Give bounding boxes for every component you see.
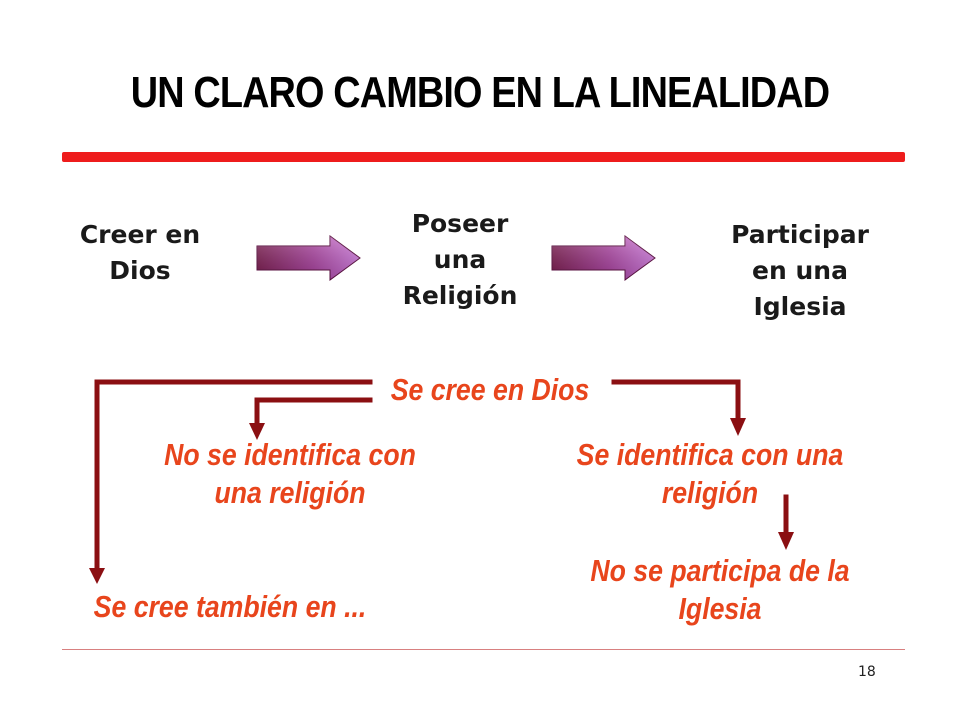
step-line: una <box>433 245 487 274</box>
step-creer-en-dios: Creer en Dios <box>50 217 230 289</box>
node-text: No se participa de la <box>590 553 850 588</box>
arrowhead-left-inner <box>249 423 265 440</box>
node-no-se-identifica: No se identifica con una religión <box>144 436 436 512</box>
step-line: Religión <box>402 281 518 310</box>
step-line: en una <box>752 256 848 285</box>
arrowhead-right <box>730 418 746 436</box>
step-poseer-religion: Poseer una Religión <box>370 206 550 314</box>
node-text: No se identifica con <box>164 437 416 472</box>
footer-divider <box>62 649 905 650</box>
step-line: Participar <box>731 220 869 249</box>
slide-title: UN CLARO CAMBIO EN LA LINEALIDAD <box>130 68 830 117</box>
node-text: Iglesia <box>678 591 762 626</box>
connector-left-inner <box>254 397 373 428</box>
step-line: Creer en <box>79 220 201 249</box>
flow-arrow-1 <box>256 235 361 281</box>
node-se-cree-en-dios: Se cree en Dios <box>361 371 619 409</box>
connector-left-outer <box>94 379 373 573</box>
node-text: una religión <box>214 475 366 510</box>
title-underline <box>62 152 905 162</box>
connector-lines <box>94 379 789 573</box>
node-text: religión <box>661 475 759 510</box>
page-number: 18 <box>858 664 876 680</box>
step-line: Iglesia <box>753 292 847 321</box>
node-text: Se identifica con una <box>576 437 844 472</box>
arrowhead-left-outer <box>89 568 105 584</box>
node-se-cree-tambien: Se cree también en ... <box>75 588 385 626</box>
arrowhead-right-sub <box>778 532 794 550</box>
node-se-identifica: Se identifica con una religión <box>564 436 856 512</box>
node-no-se-participa: No se participa de la Iglesia <box>574 552 866 628</box>
step-participar-iglesia: Participar en una Iglesia <box>700 217 900 325</box>
node-text: Se cree también en ... <box>93 589 367 624</box>
step-line: Dios <box>109 256 171 285</box>
connector-arrowheads <box>89 418 794 584</box>
node-text: Se cree en Dios <box>390 372 590 407</box>
flow-arrow-2 <box>551 235 656 281</box>
step-line: Poseer <box>411 209 509 238</box>
connector-right <box>611 379 741 423</box>
